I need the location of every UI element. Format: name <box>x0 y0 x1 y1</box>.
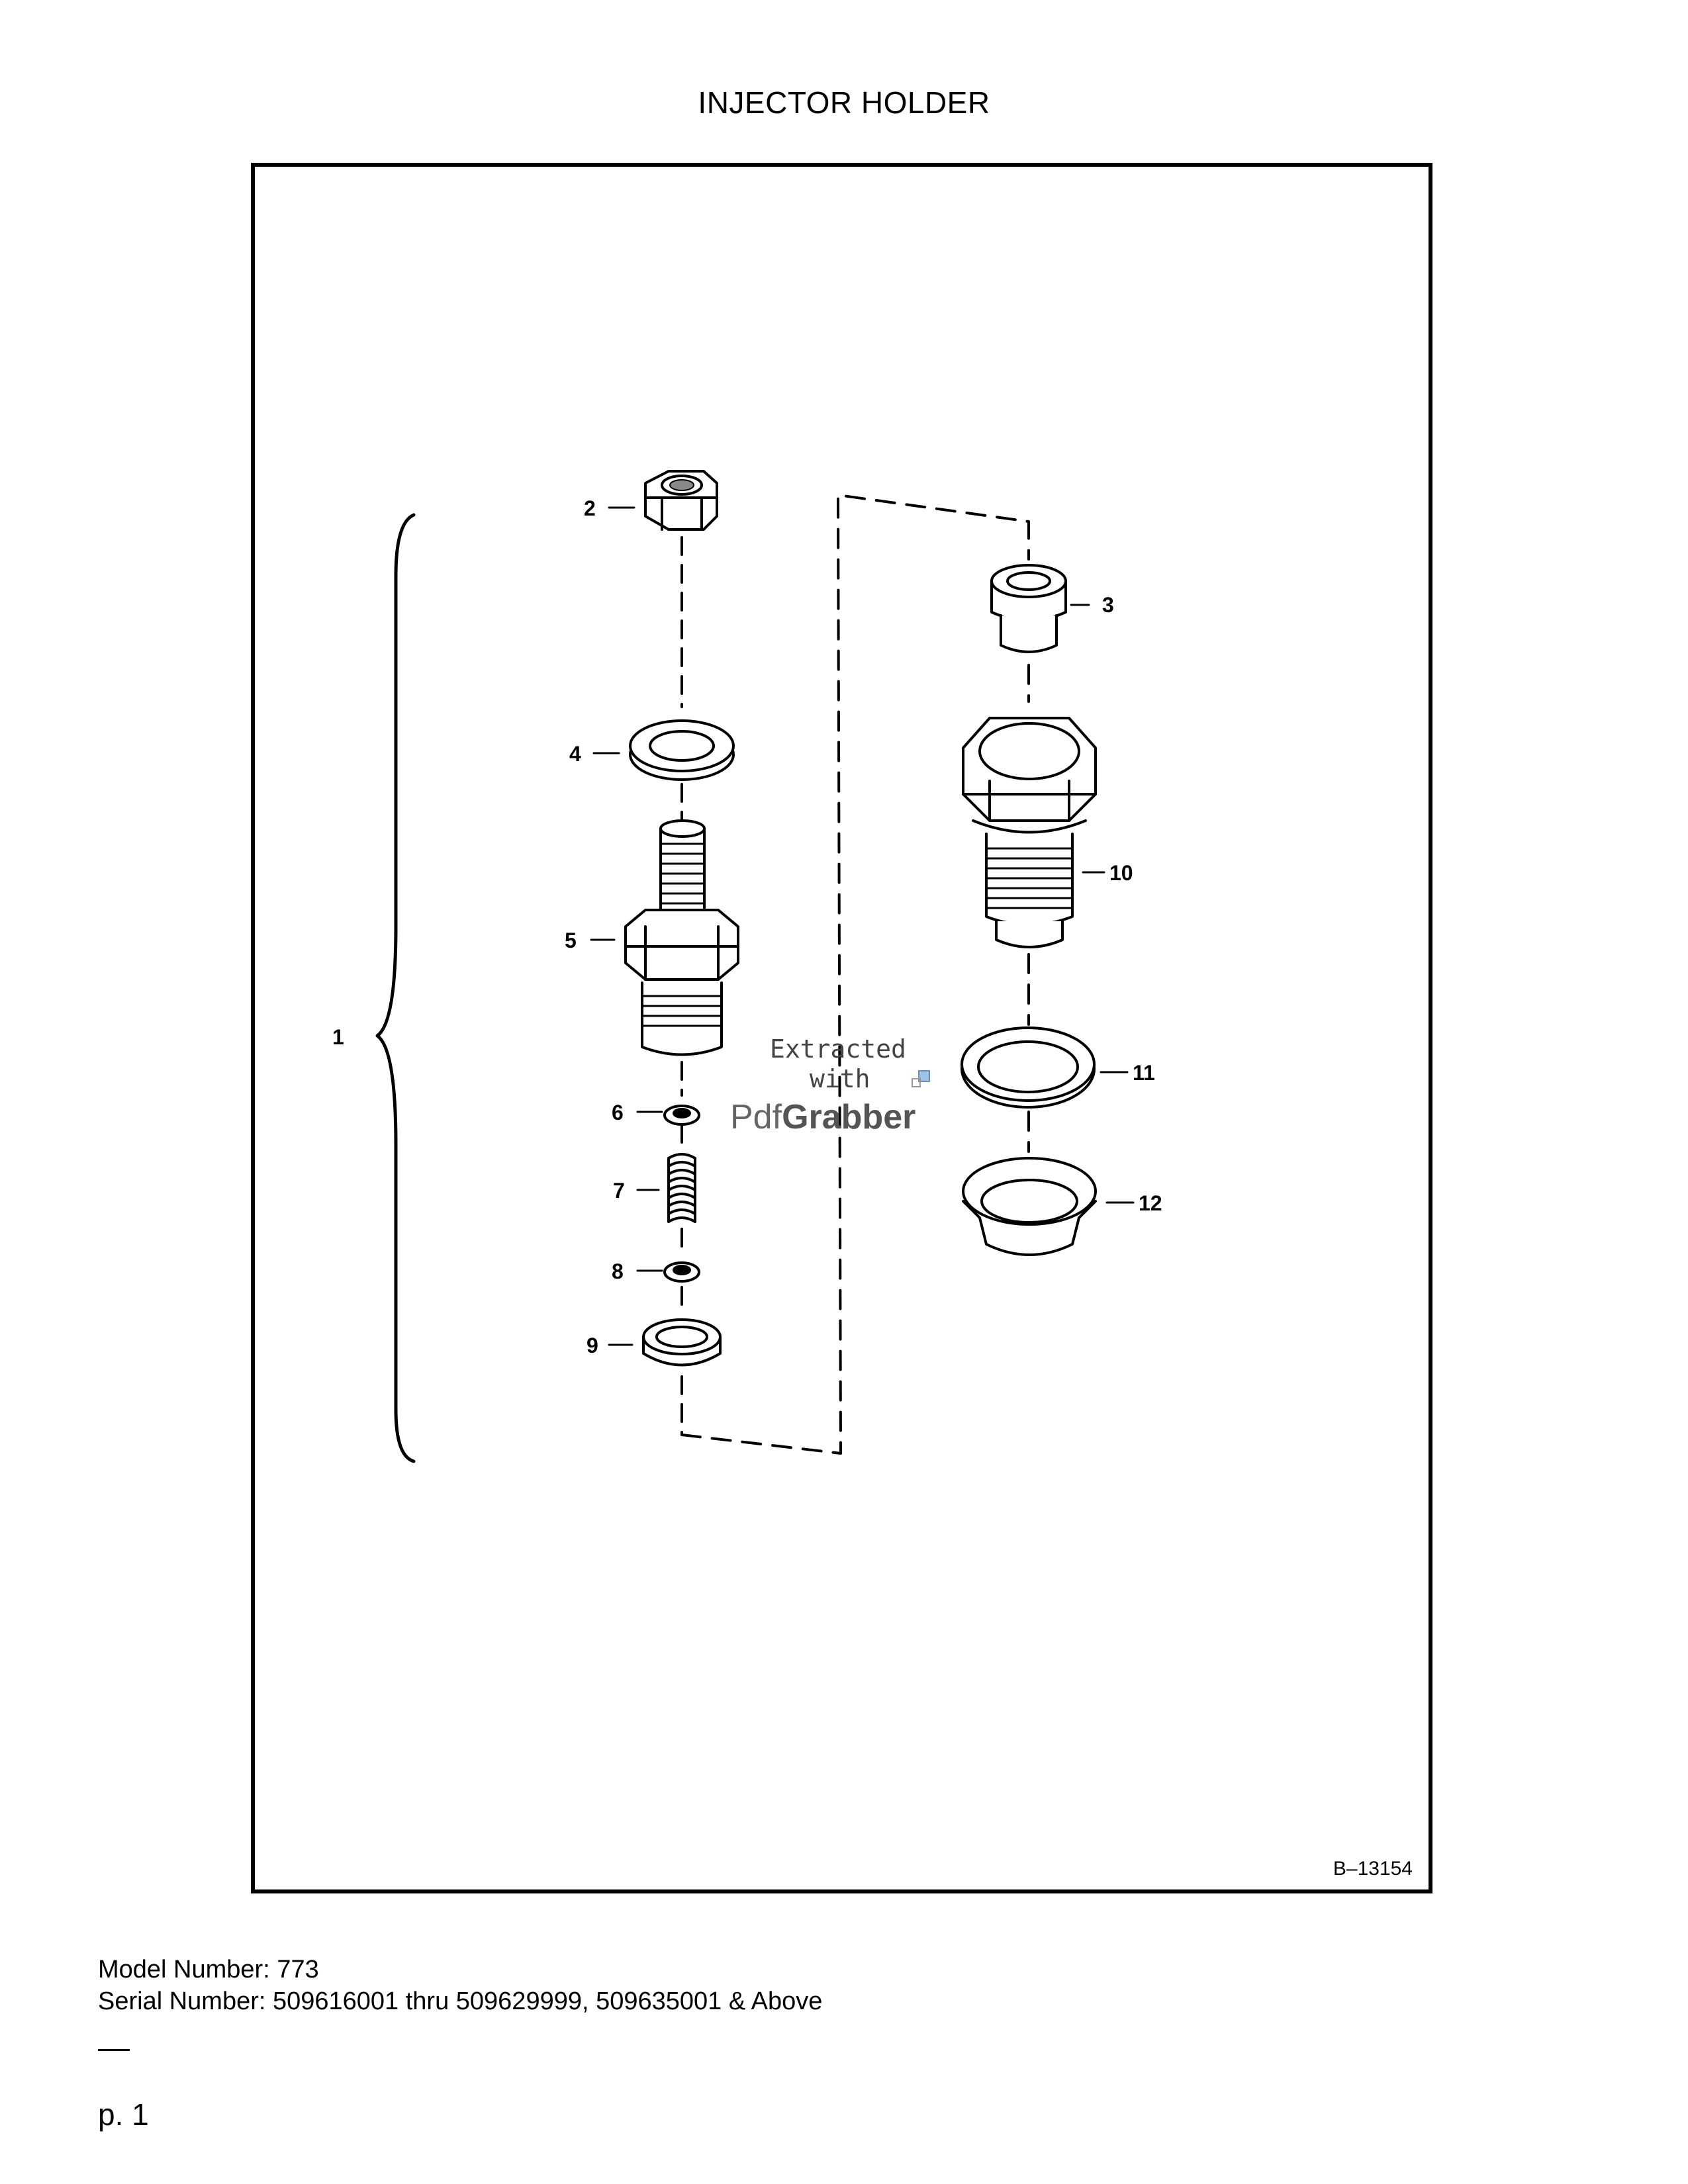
part-spring <box>667 1153 696 1223</box>
watermark-brand-grabber: Grabber <box>782 1098 915 1136</box>
page-title: INJECTOR HOLDER <box>698 85 990 120</box>
callout-10: 10 <box>1109 861 1133 885</box>
page-divider-mark <box>98 2049 130 2051</box>
page-number: p. 1 <box>98 2097 149 2132</box>
callout-1: 1 <box>332 1025 344 1049</box>
part-nozzle-nut <box>962 717 1097 948</box>
part-hex-nut <box>644 470 718 531</box>
footer-info: Model Number: 773 Serial Number: 5096160… <box>98 1954 822 2017</box>
serial-number-line: Serial Number: 509616001 thru 509629999,… <box>98 1987 823 2015</box>
leader-lines <box>590 506 1135 1346</box>
diagram-frame: 1 2 3 4 5 6 7 8 9 10 11 12 Extracted wit… <box>251 163 1432 1893</box>
figure-code: B–13154 <box>1333 1858 1413 1880</box>
watermark-line-1: Extracted <box>770 1034 906 1064</box>
callout-2: 2 <box>584 496 596 520</box>
model-number-line: Model Number: 773 <box>98 1956 319 1983</box>
callout-8: 8 <box>612 1259 624 1283</box>
part-sleeve <box>990 564 1067 653</box>
watermark-brand-pdf: Pdf <box>730 1098 782 1136</box>
callout-3: 3 <box>1102 593 1114 617</box>
callout-6: 6 <box>612 1101 624 1124</box>
watermark-line-2: with <box>810 1064 870 1093</box>
callout-9: 9 <box>586 1334 598 1357</box>
callout-11: 11 <box>1133 1061 1155 1085</box>
svg-text:PdfGrabber: PdfGrabber <box>730 1098 915 1136</box>
callout-4: 4 <box>569 742 581 766</box>
part-washer-small-upper <box>663 1105 700 1126</box>
watermark-logo-icon <box>918 1070 930 1082</box>
part-gasket-ring <box>961 1026 1096 1109</box>
part-washer-large <box>629 719 735 781</box>
callout-5: 5 <box>565 929 577 952</box>
part-seat-ring <box>962 1157 1097 1256</box>
part-washer-small-lower <box>663 1261 700 1283</box>
callout-7: 7 <box>613 1179 625 1203</box>
part-seal-ring <box>642 1318 722 1367</box>
callout-12: 12 <box>1139 1191 1162 1215</box>
connecting-dashed-line <box>680 494 1030 1455</box>
exploded-parts-diagram: 1 2 3 4 5 6 7 8 9 10 11 12 Extracted wit… <box>332 470 1162 1463</box>
assembly-brace <box>375 513 416 1463</box>
part-injector-body <box>624 819 739 1056</box>
pdfgrabber-watermark: Extracted with PdfGrabber <box>730 1034 930 1136</box>
